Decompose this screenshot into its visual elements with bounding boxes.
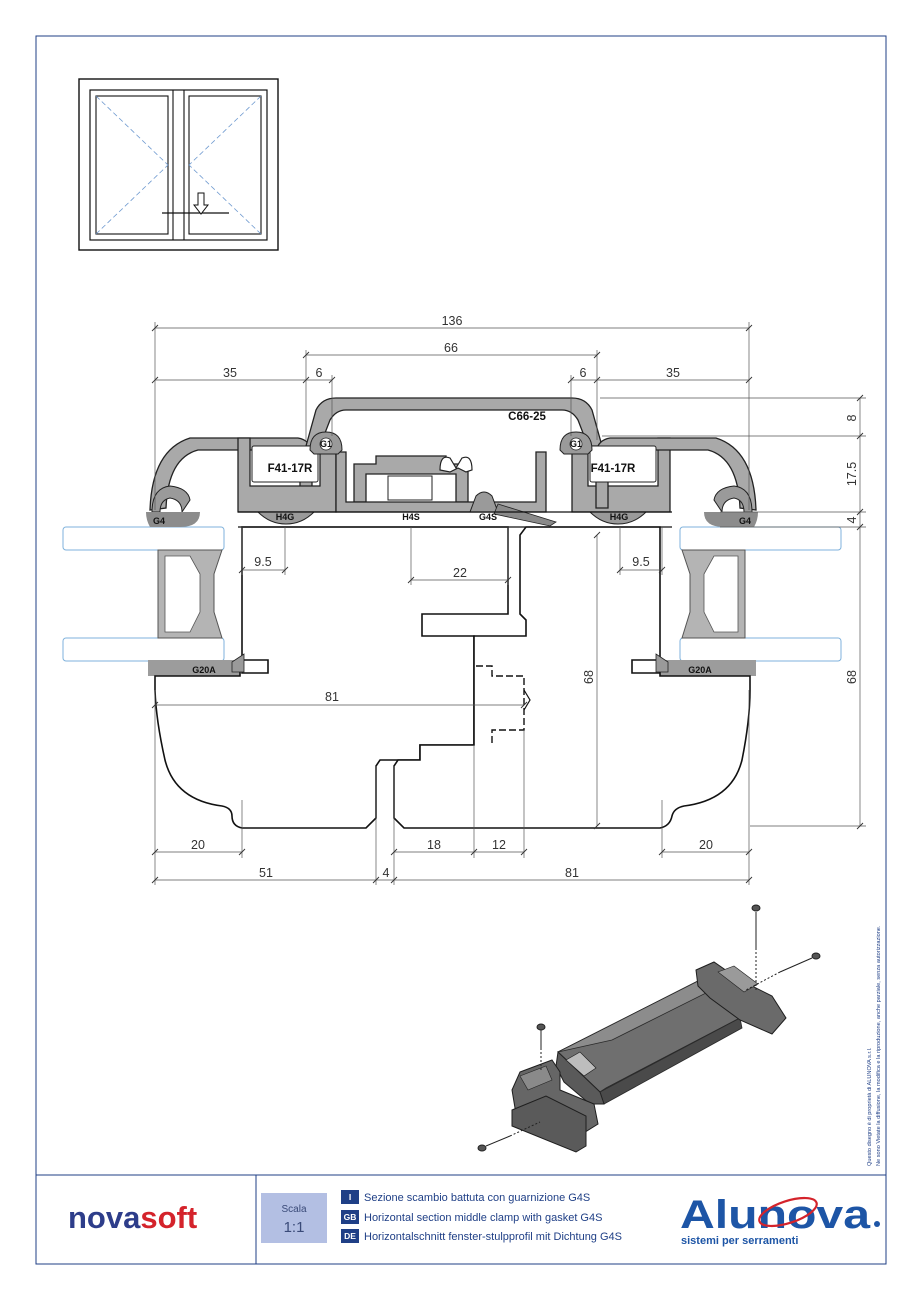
caption-de: Horizontalschnitt fenster-stulpprofil mi… (364, 1231, 622, 1243)
dim-height-mid: 17.5 (845, 462, 859, 486)
dim-overall-width: 136 (442, 314, 463, 328)
dimension-lines (154, 322, 866, 885)
gasket-g20a-right-fill (660, 660, 756, 676)
dim-bottom-51: 51 (259, 866, 273, 880)
stulp-notch (523, 689, 531, 711)
glass-spacers (157, 549, 746, 639)
label-g20a-left: G20A (192, 665, 216, 675)
label-h4g-right: H4G (610, 512, 629, 522)
gasket-g1 (309, 431, 593, 455)
dim-left-gap: 6 (316, 366, 323, 380)
copyright-note: Questo disegno è di proprietà di ALUNOVA… (867, 925, 882, 1166)
dim-left-inset: 9.5 (254, 555, 271, 569)
gasket-h4g (256, 511, 648, 525)
alunova-logo: Alunova sistemi per serramenti (680, 1193, 880, 1247)
label-c66: C66-25 (508, 411, 546, 423)
lang-code-it: I (349, 1192, 351, 1202)
glass-panes (62, 526, 842, 662)
caption-it: Sezione scambio battuta con guarnizione … (364, 1192, 590, 1204)
scale-label: Scala (281, 1204, 306, 1215)
dim-middle-width: 66 (444, 341, 458, 355)
alunova-wordmark: Alunova (680, 1193, 871, 1237)
part-labels: C66-25 F41-17R F41-17R G1 G1 G4 G4 H4G H… (153, 411, 751, 675)
dim-bottom-4: 4 (383, 866, 390, 880)
lang-badge-gb (341, 1210, 359, 1224)
dim-bottom-81: 81 (565, 866, 579, 880)
novasoft-logo: novasoft (68, 1200, 197, 1235)
label-h4g-left: H4G (276, 512, 295, 522)
stulp-hidden-lines (476, 665, 525, 745)
label-f41-right: F41-17R (591, 463, 636, 475)
alunova-orbit-icon (758, 1196, 818, 1228)
dim-bottom-left-20: 20 (191, 838, 205, 852)
label-g1-left: G1 (320, 439, 332, 449)
horizontal-section-drawing: 136 66 35 6 6 35 8 17.5 4 68 68 9.5 9.5 … (62, 314, 866, 885)
dim-left-offset: 35 (223, 366, 237, 380)
dim-center-offset: 22 (453, 566, 467, 580)
caption-gb: Horizontal section middle clamp with gas… (364, 1212, 602, 1224)
dim-height-right: 68 (845, 670, 859, 684)
scale-value: 1:1 (284, 1219, 305, 1236)
window-elevation-thumbnail (78, 78, 279, 251)
thermal-break-detail (439, 456, 473, 473)
dim-height-top: 8 (845, 414, 859, 421)
dimension-values: 136 66 35 6 6 35 8 17.5 4 68 68 9.5 9.5 … (191, 314, 859, 880)
lang-badge-it (341, 1190, 359, 1204)
dim-right-inset: 9.5 (632, 555, 649, 569)
dim-height-small: 4 (845, 516, 859, 523)
lang-code-gb: GB (344, 1212, 357, 1222)
sheet-border (35, 35, 887, 1265)
label-g4-left: G4 (153, 516, 165, 526)
label-g4s: G4S (479, 512, 497, 522)
dim-height-inner: 68 (582, 670, 596, 684)
lang-badge-de (341, 1229, 359, 1243)
label-h4s: H4S (402, 512, 420, 522)
dim-bottom-right-20: 20 (699, 838, 713, 852)
lang-code-de: DE (344, 1231, 356, 1241)
dim-bottom-18: 18 (427, 838, 441, 852)
right-sash-profile (393, 526, 751, 829)
frame-profiles-gray (149, 397, 757, 513)
footer: novasoft Scala 1:1 I Sezione scambio bat… (68, 1190, 880, 1247)
dim-bottom-12: 12 (492, 838, 506, 852)
dim-left-depth: 81 (325, 690, 339, 704)
label-g1-right: G1 (570, 439, 582, 449)
gasket-g4s (469, 491, 557, 527)
dim-right-gap: 6 (580, 366, 587, 380)
dim-right-offset: 35 (666, 366, 680, 380)
svg-text:Ne sono Vietate la diffusione,: Ne sono Vietate la diffusione, la modifi… (876, 925, 882, 1166)
alunova-tagline: sistemi per serramenti (681, 1235, 798, 1247)
scale-box (261, 1193, 327, 1243)
caption-list: I Sezione scambio battuta con guarnizion… (341, 1190, 622, 1243)
label-f41-left: F41-17R (268, 463, 313, 475)
label-g20a-right: G20A (688, 665, 712, 675)
svg-text:Questo disegno è di proprietà: Questo disegno è di proprietà di ALUNOVA… (867, 1047, 873, 1166)
assembly-3d-view (477, 904, 821, 1153)
label-g4-right: G4 (739, 516, 751, 526)
opening-arrow-icon (192, 192, 210, 215)
gasket-g20a-left-fill (148, 660, 240, 676)
screw-icon (477, 904, 821, 1152)
